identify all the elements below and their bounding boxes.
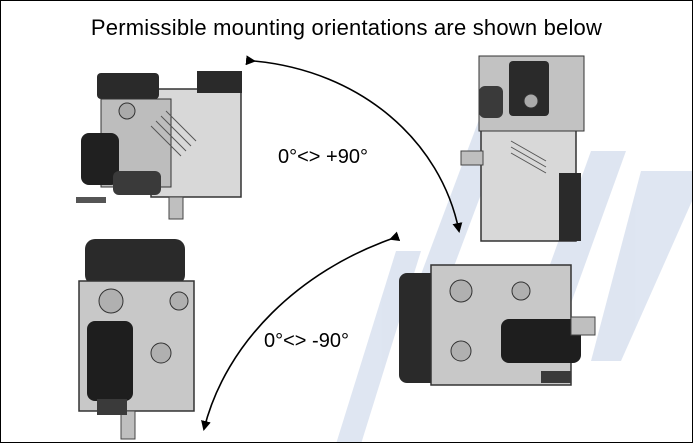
rotation-arrow-plus-90: [245, 55, 463, 233]
heater-top-left-image: [76, 71, 242, 220]
angle-label-minus-90: 0°<> -90°: [264, 330, 349, 352]
heater-bottom-left-image: [78, 239, 195, 440]
heater-bottom-right-image: [399, 264, 596, 386]
diagram-title: Permissible mounting orientations are sh…: [90, 15, 603, 40]
angle-label-plus-90: 0°<> +90°: [278, 146, 368, 168]
rotation-arrow-minus-90: [201, 231, 401, 431]
heater-top-right-image: [460, 55, 585, 242]
